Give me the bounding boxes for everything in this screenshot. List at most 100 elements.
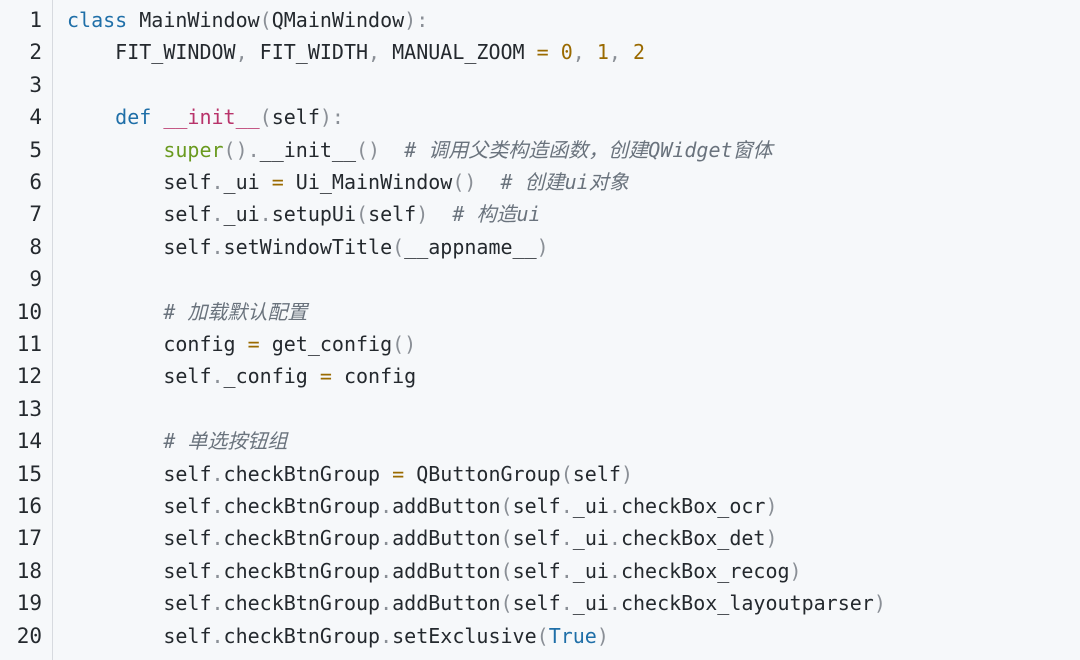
code-token: _ui	[572, 526, 609, 551]
code-token: _ui	[223, 202, 260, 227]
code-token: self	[67, 494, 212, 518]
code-token: self	[512, 558, 561, 583]
code-line[interactable]: def __init__(self):	[67, 101, 344, 133]
line-number: 9	[29, 267, 42, 292]
code-token: __init__	[163, 105, 260, 130]
line-number: 20	[16, 623, 42, 648]
code-line[interactable]: self._ui.setupUi(self) # 构造ui	[67, 198, 540, 230]
code-line[interactable]: self.checkBtnGroup = QButtonGroup(self)	[67, 458, 633, 490]
code-token: .	[608, 494, 621, 518]
line-number: 17	[16, 526, 42, 551]
code-token: _ui	[572, 558, 609, 583]
code-token: get_config	[259, 332, 393, 356]
code-token: )	[765, 494, 778, 518]
code-token: self	[67, 170, 212, 194]
code-token: .	[380, 623, 393, 648]
code-token: setExclusive	[392, 623, 537, 648]
line-number: 15	[16, 461, 42, 486]
code-token: checkBtnGroup	[223, 558, 381, 583]
code-token: (	[536, 623, 549, 648]
code-line[interactable]: self.checkBtnGroup.setExclusive(True)	[67, 620, 609, 652]
code-token: .	[211, 558, 224, 583]
code-token	[151, 105, 163, 129]
code-token: (	[500, 494, 513, 518]
code-token: self	[572, 461, 621, 486]
code-token: )	[765, 526, 778, 551]
code-token: ,	[368, 40, 381, 65]
code-token: FIT_WINDOW	[67, 40, 236, 65]
code-token: (	[259, 8, 272, 32]
code-line[interactable]: class MainWindow(QMainWindow):	[67, 4, 428, 36]
code-token: checkBtnGroup	[223, 526, 381, 551]
code-token: =	[319, 364, 332, 389]
code-comment: # 调用父类构造函数，创建QWidget窗体	[404, 137, 773, 162]
code-token: class	[67, 8, 128, 32]
code-token: .	[211, 591, 224, 616]
code-token: checkBtnGroup	[223, 591, 381, 616]
code-token: =	[536, 40, 549, 65]
code-token: self	[271, 105, 320, 130]
code-line[interactable]: super().__init__() # 调用父类构造函数，创建QWidget窗…	[67, 134, 773, 166]
code-line[interactable]: self.checkBtnGroup.addButton(self._ui.ch…	[67, 522, 778, 554]
code-token: checkBtnGroup	[223, 494, 381, 518]
code-token: MainWindow	[127, 8, 260, 32]
code-token: )	[596, 623, 609, 648]
code-token: config	[331, 364, 417, 389]
code-token: .	[380, 591, 393, 616]
code-line[interactable]: # 单选按钮组	[67, 425, 287, 457]
line-number: 1	[29, 8, 42, 32]
code-token: True	[548, 623, 597, 648]
code-token: checkBtnGroup	[223, 623, 381, 648]
code-token: config	[67, 332, 248, 356]
code-line[interactable]: self.checkBtnGroup.addButton(self._ui.ch…	[67, 490, 778, 522]
line-number: 16	[16, 494, 42, 518]
line-number: 18	[16, 558, 42, 583]
line-number: 6	[29, 170, 42, 194]
code-line[interactable]: self._ui = Ui_MainWindow() # 创建ui对象	[67, 166, 628, 198]
code-token	[67, 138, 163, 162]
code-line[interactable]: FIT_WINDOW, FIT_WIDTH, MANUAL_ZOOM = 0, …	[67, 36, 645, 68]
code-token: .	[560, 494, 573, 518]
code-token: checkBox_recog	[620, 558, 790, 583]
line-number: 10	[16, 299, 42, 324]
code-token: (	[500, 591, 513, 616]
code-token: super	[163, 137, 224, 162]
code-token: .	[211, 623, 224, 648]
code-token: ()	[392, 332, 417, 356]
code-token: ):	[319, 105, 344, 130]
code-token: FIT_WIDTH	[247, 40, 369, 65]
code-token: Ui_MainWindow	[283, 170, 453, 194]
code-token: __init__	[259, 137, 356, 162]
code-line[interactable]: # 加载默认配置	[67, 296, 307, 328]
code-token: (	[356, 202, 369, 227]
code-line[interactable]: self.checkBtnGroup.addButton(self._ui.ch…	[67, 587, 886, 619]
code-token	[67, 300, 163, 324]
code-token	[67, 105, 115, 129]
code-token	[67, 429, 163, 453]
code-token: self	[67, 364, 212, 389]
code-token: ()	[452, 170, 477, 194]
code-line[interactable]: self._config = config	[67, 360, 416, 392]
code-token: self	[67, 202, 212, 227]
code-comment: # 单选按钮组	[163, 429, 288, 454]
code-line[interactable]: config = get_config()	[67, 328, 416, 360]
code-token: __appname__	[404, 234, 537, 259]
code-token: =	[392, 461, 405, 486]
code-token: ):	[404, 8, 429, 32]
code-token: ().	[223, 137, 260, 162]
code-line[interactable]: self.setWindowTitle(__appname__)	[67, 231, 548, 263]
code-comment: # 加载默认配置	[163, 299, 308, 324]
line-number: 19	[16, 591, 42, 616]
code-token: _ui	[572, 591, 609, 616]
code-token: QMainWindow	[271, 8, 405, 32]
code-token: )	[789, 558, 802, 583]
code-token: addButton	[392, 526, 501, 551]
line-number: 7	[29, 202, 42, 227]
code-token: setWindowTitle	[223, 234, 393, 259]
code-token: .	[211, 234, 224, 259]
code-token: addButton	[392, 591, 501, 616]
code-line[interactable]: self.checkBtnGroup.addButton(self._ui.ch…	[67, 555, 802, 587]
code-token: ()	[356, 137, 381, 162]
